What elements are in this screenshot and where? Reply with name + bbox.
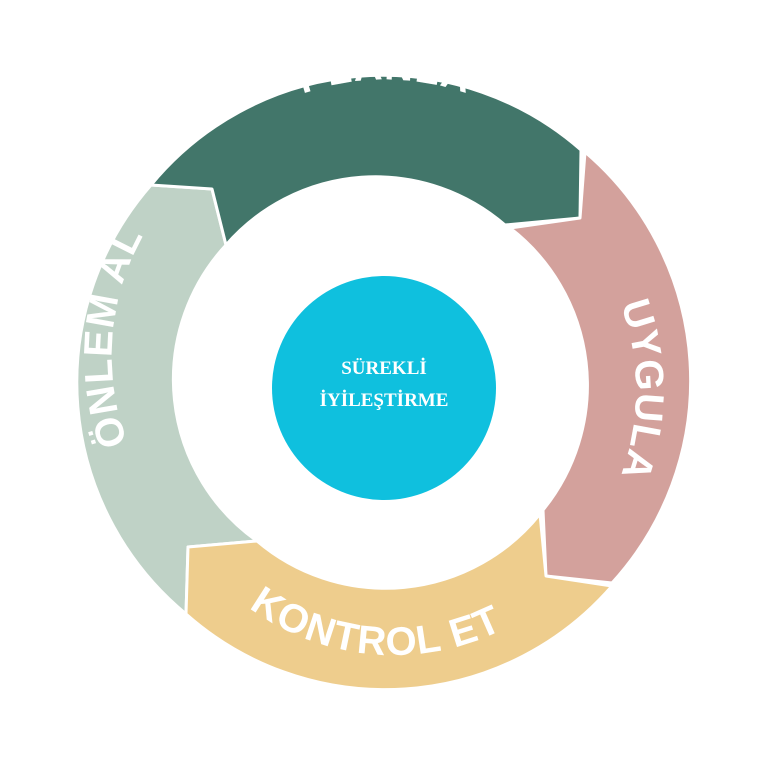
segment-uygula: [508, 150, 693, 585]
center-hub: [272, 276, 496, 500]
center-title-line2: İYİLEŞTİRME: [320, 390, 449, 411]
segment-planla: [149, 73, 583, 247]
center-title-line1: SÜREKLİ: [341, 358, 427, 379]
segment-kontrol-et: [184, 512, 614, 692]
